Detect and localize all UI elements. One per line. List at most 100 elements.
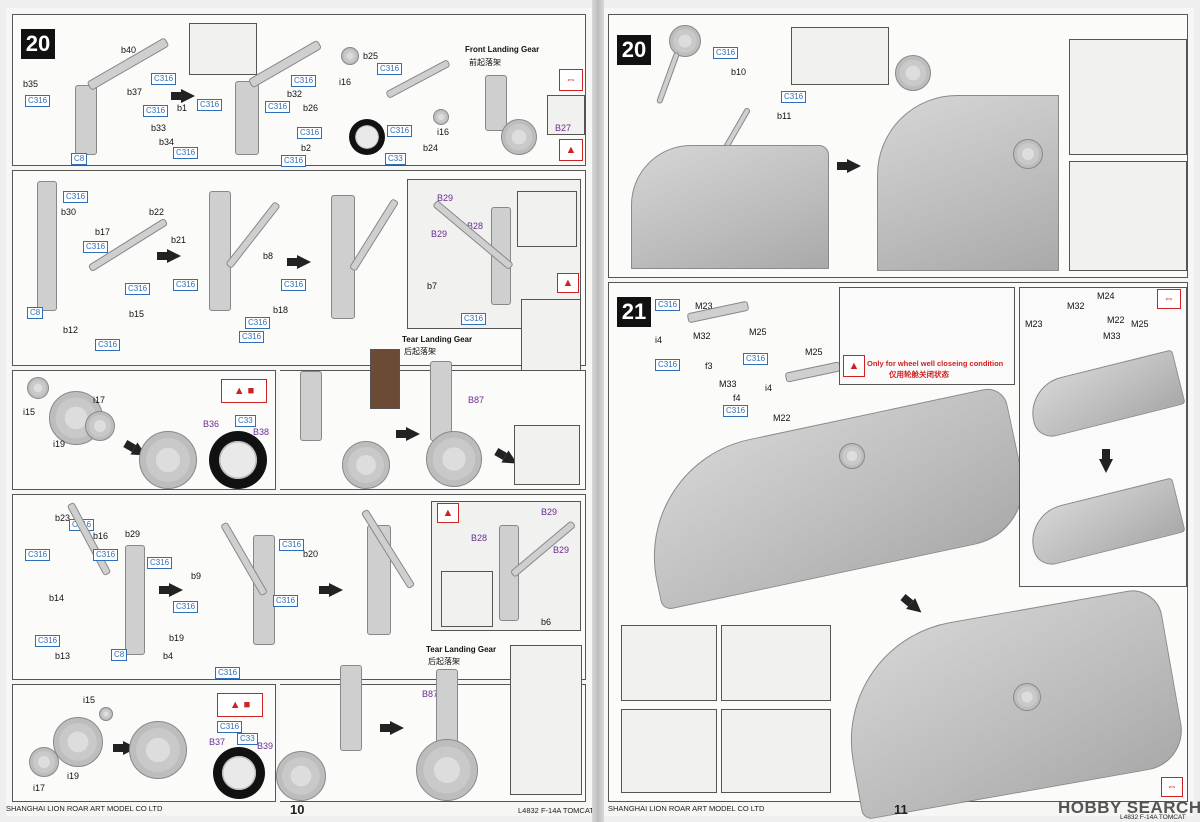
panel-rear-wheel-a: i15 i17 i19 ▲ ■ B36 C33 B38 [12,370,276,490]
rear-strut-assembly [340,665,362,751]
tear-gear-title: Tear Landing Gear [426,645,497,654]
part-label: b35 [23,79,39,89]
wheel-hub-part [27,377,49,399]
part-label: b17 [95,227,111,237]
step-arrow [380,721,404,735]
main-wheel-paint-guide [213,747,265,799]
part-label: B39 [257,741,274,751]
paint-callout: C316 [151,73,177,85]
cement-icon: ▲ [559,139,583,161]
tear-gear-title: Tear Landing Gear [402,335,473,344]
paint-callout: C316 [215,667,241,679]
page-10: 20 b40 C316 b35 C316 b37 C316 b33 b34 C3… [6,8,594,817]
part-label: b22 [149,207,165,217]
paint-callout: C316 [93,549,119,561]
drag-brace-part [348,198,400,272]
paint-callout: C316 [713,47,739,59]
part-label: b14 [49,593,65,603]
main-wheel-assembly [139,431,197,489]
paint-callout: C316 [265,101,291,113]
part-label: b13 [55,651,71,661]
main-wheel-paint-guide [209,431,267,489]
orientation-icon: ⇔ [1157,289,1181,309]
panel-front-landing-gear: 20 b40 C316 b35 C316 b37 C316 b33 b34 C3… [12,14,586,167]
part-label: M32 [1067,301,1085,311]
wheel-well-note-cn: 仅用轮舱关闭状态 [889,370,949,379]
part-label: B37 [209,737,226,747]
nose-wheel [1013,139,1043,169]
cement-icon: ▲ [437,503,459,523]
part-label: M23 [695,301,713,311]
rear-wheel [416,739,478,801]
paint-callout: C316 [173,601,199,613]
part-label: i19 [67,771,80,781]
part-label: b18 [273,305,289,315]
paint-callout: C8 [27,307,44,319]
part-label: b10 [731,67,747,77]
detail-inset [189,23,257,75]
panel-rear-gear-strut-a: C316 b30 b17 C316 b22 C316 b15 C8 b12 C3… [12,170,586,417]
paint-callout: C316 [83,241,109,253]
part-label: M33 [719,379,737,389]
detail-inset-wheel [514,425,580,485]
rear-strut-assembly [331,195,355,319]
rear-strut-part [209,191,231,311]
detail-inset-top [1069,39,1187,155]
part-label: i4 [655,335,663,345]
detail-inset-bottom [1069,161,1187,271]
paint-callout: C316 [377,63,403,75]
part-label: b8 [263,251,274,261]
part-label: b4 [163,651,174,661]
part-label: M22 [1107,315,1125,325]
part-label: b32 [287,89,303,99]
gear-strut-part [235,81,259,155]
front-gear-assembly [485,75,507,131]
front-wheel-part [341,47,359,65]
page-number: 10 [290,802,305,817]
paint-callout: C316 [281,155,307,167]
paint-callout: C316 [743,353,769,365]
part-label: b21 [171,235,187,245]
front-wheel-paint-guide [349,119,385,155]
page-number: 11 [894,802,908,817]
paint-callout: C33 [237,733,258,745]
part-label: b11 [777,111,792,121]
detail-sub-inset [441,571,493,627]
paint-callout: C316 [147,557,173,569]
wheel-hub-part [85,411,115,441]
gear-door-part [784,361,842,383]
part-label: B29 [553,545,570,555]
nose-wheel [895,55,931,91]
step-arrow [159,583,183,597]
paint-callout: C316 [245,317,271,329]
part-label: b23 [55,513,71,523]
footer-company: SHANGHAI LION ROAR ART MODEL CO LTD [608,804,765,813]
part-label: B29 [541,507,558,517]
part-label: b26 [303,103,319,113]
panel-rear-gear-assembly-a: Tear Landing Gear 后起落架 B87 [280,335,586,490]
part-label: b9 [191,571,202,581]
part-label: b7 [427,281,438,291]
paint-callout: C316 [239,331,265,343]
part-label: B87 [468,395,485,405]
nose-wheel [1013,683,1041,711]
part-label: M25 [749,327,767,337]
book-gutter [592,0,604,822]
part-label: b20 [303,549,319,559]
detail-inset-nose-wheel [621,709,717,793]
wheel-hub-part [99,707,113,721]
step-arrow [171,89,195,103]
part-label: i4 [765,383,773,393]
orientation-icon: ⇔ [559,69,583,91]
panel-rear-gear-strut-b: b23 C316 C316 b16 C316 b29 C316 b14 C316… [12,494,586,680]
step-arrow [906,598,926,618]
part-label: b33 [151,123,167,133]
step-arrow-down [1099,449,1113,473]
part-label: i17 [93,395,106,405]
step-arrow [837,159,861,173]
wheel-well-note: Only for wheel well closeing condition [867,359,1004,368]
part-label: b19 [169,633,185,643]
step-arrow [157,249,181,263]
wheel-well-inset [791,27,889,85]
